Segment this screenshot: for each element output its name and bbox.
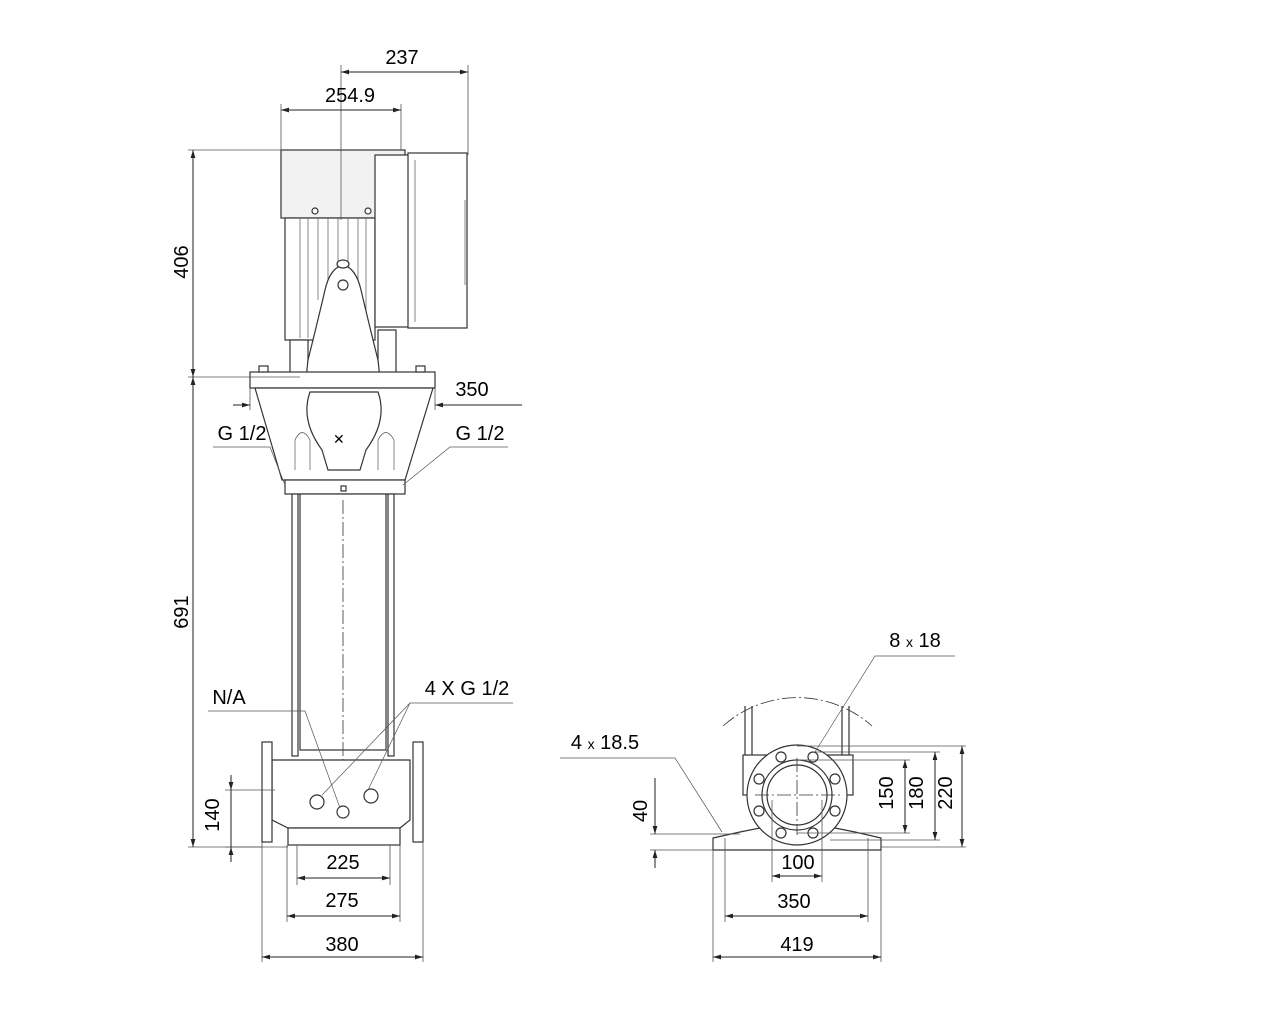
dim-150: 150: [876, 776, 898, 809]
dim-140: 140: [202, 798, 224, 831]
callout-g12-left: G 1/2: [218, 423, 267, 445]
front-dimensions: 237 254.9 406 691 350 140 225 27: [171, 47, 522, 962]
dim-100: 100: [781, 852, 814, 874]
callout-g12-right: G 1/2: [456, 423, 505, 445]
motor: [280, 149, 468, 375]
dim-237: 237: [385, 47, 418, 69]
dim-275: 275: [325, 890, 358, 912]
callout-4x18-5: 4 x 18.5: [571, 732, 639, 754]
motor-flange: [249, 371, 436, 389]
callout-4xg12: 4 X G 1/2: [425, 678, 510, 700]
dim-225: 225: [326, 852, 359, 874]
dim-350-flange: 350: [455, 379, 488, 401]
side-view: 40 150 180 220 100 350 419 8 x 18 4 x 18…: [560, 630, 966, 962]
dim-380: 380: [325, 934, 358, 956]
dim-691: 691: [171, 595, 193, 628]
flange-bolt-holes: [753, 751, 841, 839]
dim-220: 220: [935, 776, 957, 809]
side-dimensions: 40 150 180 220 100 350 419: [630, 745, 966, 962]
brand-logo: ✕: [333, 431, 345, 447]
dim-180: 180: [906, 776, 928, 809]
front-callouts: G 1/2 G 1/2 N/A 4 X G 1/2: [208, 423, 513, 809]
dim-40: 40: [630, 800, 652, 822]
front-view: ✕ 237 254.9 406 691: [171, 47, 522, 962]
dim-254-9: 254.9: [325, 85, 375, 107]
dim-350-foot: 350: [777, 891, 810, 913]
dim-419: 419: [780, 934, 813, 956]
inlet-flange: [261, 741, 273, 843]
callout-na: N/A: [212, 687, 246, 709]
outlet-flange: [412, 741, 424, 843]
dim-406: 406: [171, 245, 193, 278]
side-callouts: 8 x 18 4 x 18.5: [560, 630, 955, 833]
callout-8x18: 8 x 18: [889, 630, 941, 652]
